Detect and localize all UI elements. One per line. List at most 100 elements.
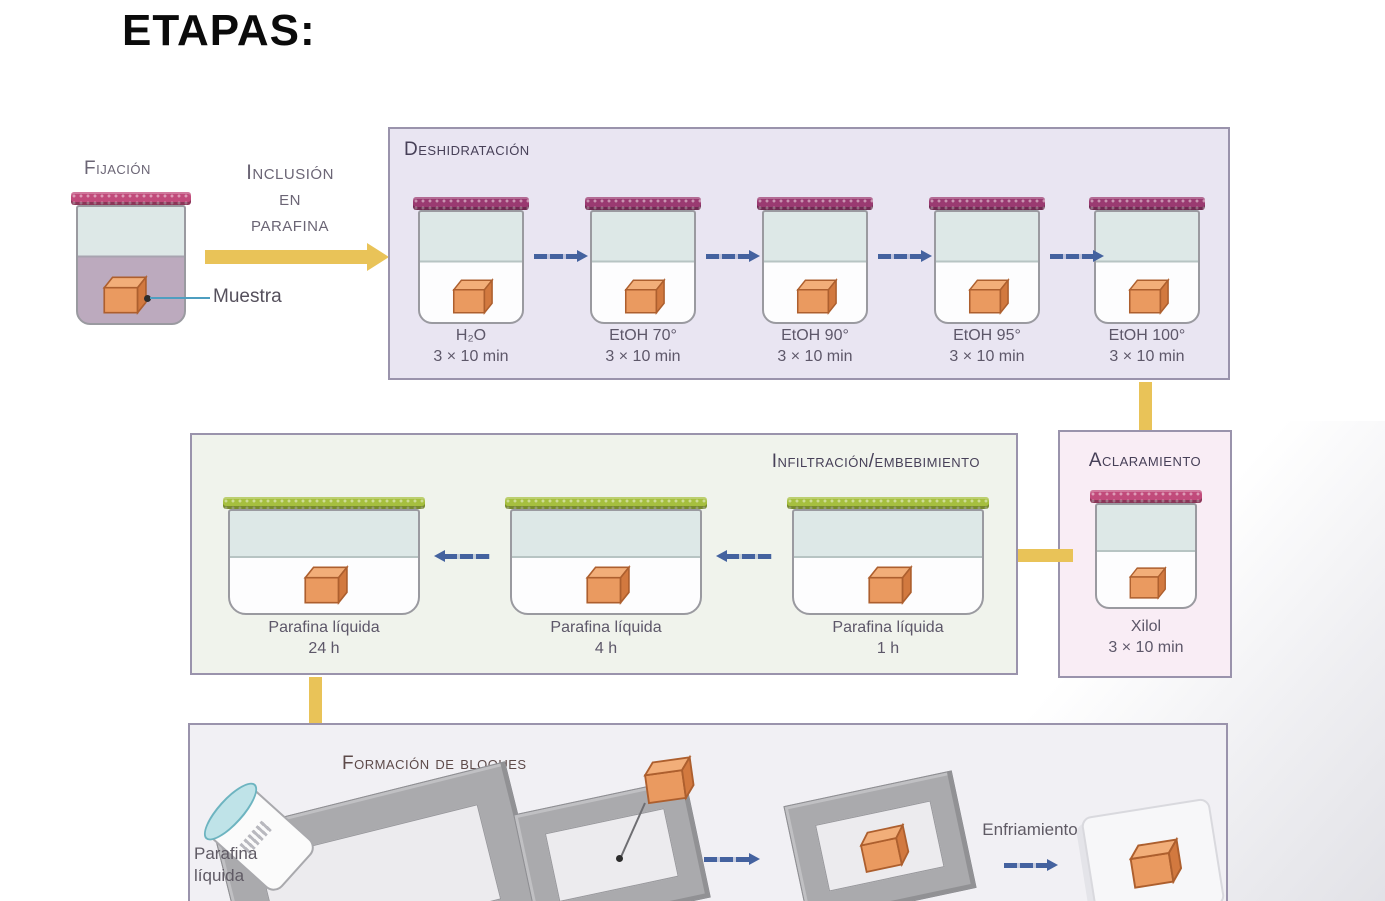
jar-body <box>418 210 524 324</box>
jar-parafina-1h-caption: Parafina líquida 1 h <box>800 617 976 659</box>
step-arrow-icon <box>1050 250 1104 262</box>
panel-formacion: Formación de bloques Parafina líquida En… <box>188 723 1228 901</box>
solution-label: Parafina líquida <box>268 619 380 636</box>
jar-xilol-caption: Xilol 3 × 10 min <box>1068 616 1224 658</box>
jar-xilol <box>1090 490 1202 609</box>
jar-lid <box>223 497 425 509</box>
label-line2: líquida <box>194 866 245 885</box>
solution-label: EtOH 90° <box>781 327 849 344</box>
sample-cube-icon <box>1124 278 1170 315</box>
time-label: 3 × 10 min <box>433 348 509 365</box>
page-title: ETAPAS: <box>122 6 316 55</box>
jar-body <box>510 509 702 615</box>
sample-cube-icon <box>964 278 1010 315</box>
paraffin-mold-with-sample <box>783 770 977 901</box>
jar-h2o-caption: H₂O 3 × 10 min <box>393 325 549 367</box>
time-label: 1 h <box>876 640 900 657</box>
solution-label: EtOH 95° <box>953 327 1021 344</box>
jar-etoh95-caption: EtOH 95° 3 × 10 min <box>909 325 1065 367</box>
jar-lid <box>929 197 1045 210</box>
sample-cube-icon <box>792 278 838 315</box>
step-arrow-icon <box>704 853 760 865</box>
flow-arrow-deshidratacion-aclaramiento <box>1132 382 1159 450</box>
sample-pointer-dot <box>144 295 151 302</box>
inclusion-line1: Inclusión <box>246 161 334 184</box>
jar-lid <box>1090 490 1202 503</box>
label-line1: Parafina <box>194 844 258 863</box>
sample-cube-icon <box>863 565 913 605</box>
jar-h2o <box>413 197 529 324</box>
time-label: 3 × 10 min <box>605 348 681 365</box>
step-arrow-icon <box>534 250 588 262</box>
sample-cube-icon <box>448 278 494 315</box>
fijacion-label: Fijación <box>84 158 151 179</box>
jar-body <box>228 509 420 615</box>
jar-etoh90 <box>757 197 873 324</box>
solution-label: EtOH 70° <box>609 327 677 344</box>
jar-lid <box>1089 197 1205 210</box>
jar-parafina-1h <box>787 497 989 615</box>
jar-body <box>1095 503 1197 609</box>
muestra-label: Muestra <box>213 286 282 307</box>
jar-parafina-4h-caption: Parafina líquida 4 h <box>518 617 694 659</box>
time-label: 3 × 10 min <box>1109 348 1185 365</box>
sample-cube-icon <box>620 278 666 315</box>
mold-well <box>544 808 679 901</box>
time-label: 4 h <box>594 640 618 657</box>
solution-label: Xilol <box>1130 618 1162 635</box>
step-arrow-icon <box>878 250 932 262</box>
solution-label: EtOH 100° <box>1108 327 1186 344</box>
jar-etoh95 <box>929 197 1045 324</box>
panel-aclaramiento-title: Aclaramiento <box>1088 450 1202 471</box>
flow-arrow-aclaramiento-infiltracion <box>993 541 1073 570</box>
parafina-liquida-label: Parafina líquida <box>194 843 257 887</box>
time-label: 3 × 10 min <box>949 348 1025 365</box>
panel-infiltracion-title: Infiltración/embebimiento <box>771 451 980 472</box>
sample-cube-icon <box>581 565 631 605</box>
sample-cube-icon <box>98 275 148 315</box>
time-label: 24 h <box>308 640 340 657</box>
jar-body <box>934 210 1040 324</box>
jar-lid <box>585 197 701 210</box>
jar-parafina-24h-caption: Parafina líquida 24 h <box>236 617 412 659</box>
fijacion-jar <box>71 192 191 325</box>
step-arrow-icon <box>1004 859 1058 871</box>
step-arrow-icon <box>434 550 490 562</box>
jar-lid <box>505 497 707 509</box>
jar-lid <box>413 197 529 210</box>
time-label: 3 × 10 min <box>777 348 853 365</box>
inclusion-line3: parafina <box>251 213 329 236</box>
sample-cube-icon <box>1121 837 1185 892</box>
jar-lid <box>71 192 191 205</box>
step-arrow-icon <box>716 550 772 562</box>
sample-cube-icon <box>1125 566 1167 600</box>
jar-body <box>590 210 696 324</box>
jar-lid <box>787 497 989 509</box>
jar-body <box>762 210 868 324</box>
drop-target-dot <box>616 855 623 862</box>
sample-pointer-line <box>150 297 210 299</box>
inclusion-en-parafina-label: Inclusión en parafina <box>200 160 380 238</box>
jar-body <box>76 205 186 325</box>
solution-label: H₂O <box>455 327 487 344</box>
paraffin-block <box>1080 797 1226 901</box>
inclusion-line2: en <box>279 187 301 210</box>
solution-label: Parafina líquida <box>550 619 662 636</box>
jar-parafina-4h <box>505 497 707 615</box>
panel-infiltracion: Infiltración/embebimiento Parafina líqui… <box>190 433 1018 675</box>
panel-deshidratacion: Deshidratación H₂O 3 × 10 min EtOH 70° 3… <box>388 127 1230 380</box>
solution-label: Parafina líquida <box>832 619 944 636</box>
time-label: 3 × 10 min <box>1108 639 1184 656</box>
flow-arrow-infiltracion-formacion <box>302 677 329 743</box>
enfriamiento-label: Enfriamiento <box>982 820 1078 839</box>
jar-lid <box>757 197 873 210</box>
inclusion-arrow-icon <box>205 243 389 271</box>
jar-etoh70-caption: EtOH 70° 3 × 10 min <box>565 325 721 367</box>
jar-etoh70 <box>585 197 701 324</box>
sample-cube-icon <box>299 565 349 605</box>
jar-body <box>1094 210 1200 324</box>
jar-etoh100-caption: EtOH 100° 3 × 10 min <box>1069 325 1225 367</box>
falling-sample-cube-icon <box>636 754 698 806</box>
panel-deshidratacion-title: Deshidratación <box>404 139 530 160</box>
